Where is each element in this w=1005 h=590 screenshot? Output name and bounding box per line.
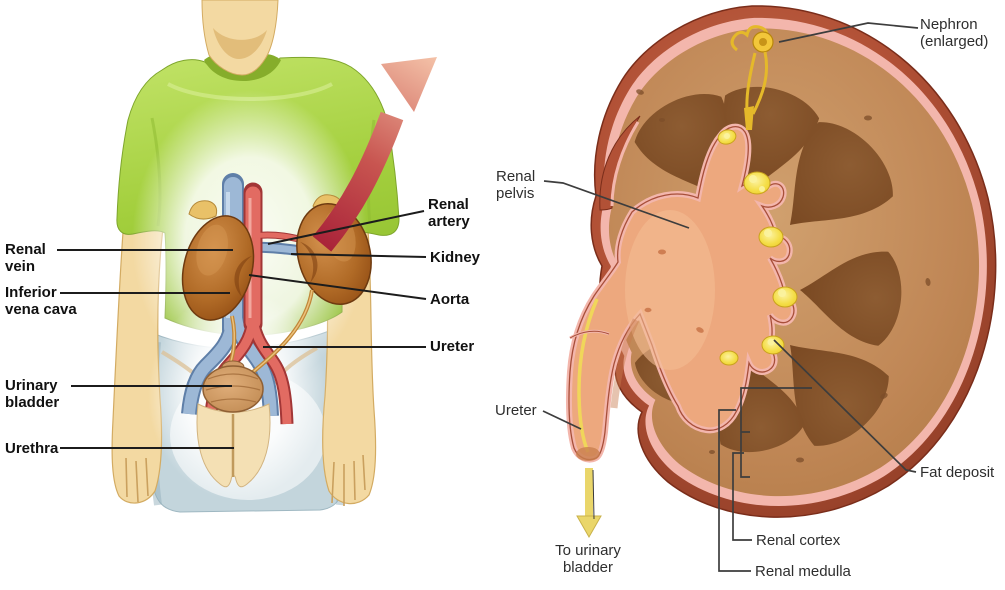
label-renal-vein: Renal vein bbox=[5, 241, 46, 276]
label-kidney: Kidney bbox=[430, 249, 481, 266]
renal-pelvis-leader bbox=[543, 180, 690, 229]
label-urethra: Urethra bbox=[5, 440, 59, 457]
label-to-urinary-bladder: To urinary bladder bbox=[555, 542, 621, 577]
label-fat-deposit: Fat deposit bbox=[920, 464, 995, 481]
fat-deposit-leader bbox=[773, 339, 917, 473]
label-renal-artery: Renal artery bbox=[428, 196, 470, 231]
label-inferior-vena-cava: Inferior vena cava bbox=[5, 284, 77, 319]
label-urinary-bladder: Urinary bladder bbox=[5, 377, 60, 412]
left-kidney bbox=[181, 215, 255, 321]
kidney-cross-section-figure bbox=[566, 5, 997, 539]
label-ureter-kidney: Ureter bbox=[495, 402, 537, 419]
to-bladder-arrow bbox=[576, 468, 602, 539]
leader-lines-torso bbox=[57, 210, 427, 449]
renal-medulla-bracket bbox=[740, 387, 812, 478]
neck bbox=[201, 0, 279, 76]
aorta-leader bbox=[248, 274, 427, 300]
leader-lines-kidney bbox=[542, 22, 919, 572]
cortex-flecks bbox=[636, 89, 931, 463]
kidney-leader bbox=[290, 253, 427, 258]
bladder-organ bbox=[202, 360, 264, 413]
fat-deposits bbox=[717, 129, 798, 366]
renal-artery-leader bbox=[267, 210, 425, 245]
label-renal-medulla: Renal medulla bbox=[755, 563, 851, 580]
label-renal-pelvis: Renal pelvis bbox=[496, 168, 536, 203]
upper-lobe-crescent bbox=[599, 115, 641, 211]
label-aorta: Aorta bbox=[430, 291, 470, 308]
torso-figure bbox=[111, 0, 437, 513]
label-nephron: Nephron (enlarged) bbox=[920, 16, 989, 51]
nephron-leader bbox=[778, 22, 919, 43]
ureter-kidney-leader bbox=[542, 410, 582, 430]
pelvis-flecks bbox=[644, 249, 704, 333]
renal-medulla-leader bbox=[718, 409, 751, 572]
label-ureter-torso: Ureter bbox=[430, 338, 475, 355]
urethra-organ bbox=[196, 403, 271, 488]
renal-cortex-leader bbox=[732, 452, 752, 541]
label-renal-cortex: Renal cortex bbox=[756, 532, 841, 549]
nephron-figure bbox=[730, 25, 774, 130]
ureter-tube bbox=[569, 298, 640, 461]
